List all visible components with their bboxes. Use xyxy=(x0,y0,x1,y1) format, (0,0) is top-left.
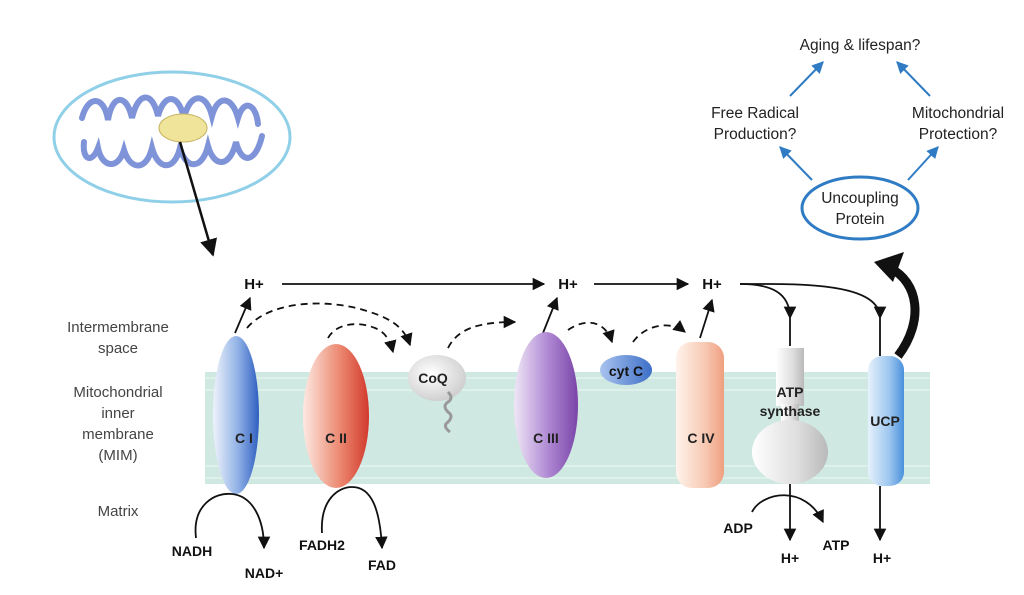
atp-label: ATP xyxy=(823,537,850,553)
nad-label: NAD+ xyxy=(245,565,284,581)
proton-label-ucp: H+ xyxy=(873,550,891,566)
fad-label: FAD xyxy=(368,557,396,573)
atp-synthase-label-2: synthase xyxy=(760,403,821,419)
proton-flow-arrows xyxy=(234,277,887,356)
ucp-protein xyxy=(868,356,904,486)
nadh-label: NADH xyxy=(172,543,212,559)
ucp-label: UCP xyxy=(870,413,900,429)
atp-synthase-label: ATP xyxy=(777,384,804,400)
atp-synthase xyxy=(752,348,828,484)
proton-label-2: H+ xyxy=(558,276,578,293)
adp-label: ADP xyxy=(723,520,753,536)
mim-label-2: inner xyxy=(101,405,134,422)
complex-iii-label: C III xyxy=(533,430,559,446)
coq-tail xyxy=(443,390,453,434)
complex-iii xyxy=(514,332,578,478)
complex-ii-label: C II xyxy=(325,430,347,446)
mito-protection-label: Mitochondrial xyxy=(912,105,1004,122)
cyt-c xyxy=(600,355,652,385)
mitochondrion-outer-membrane xyxy=(52,70,292,204)
matrix-label: Matrix xyxy=(98,503,139,520)
complex-i-label: C I xyxy=(235,430,253,446)
zoom-arrow xyxy=(178,141,217,257)
complex-iv-label: C IV xyxy=(687,430,715,446)
coq-molecule xyxy=(408,355,466,401)
intermembrane-label: Intermembrane xyxy=(67,319,169,336)
fadh2-label: FADH2 xyxy=(299,537,345,553)
complex-iv xyxy=(676,342,724,488)
mim-label-1: Mitochondrial xyxy=(73,384,162,401)
proton-label-1: H+ xyxy=(244,276,264,293)
ucp-to-node-arrowhead xyxy=(874,252,904,282)
ucp-to-node-arrow xyxy=(887,263,920,359)
complex-ii xyxy=(303,344,369,488)
uncoupling-protein-label-2: Protein xyxy=(835,211,884,228)
mim-label-4: (MIM) xyxy=(98,447,137,464)
proton-label-atp: H+ xyxy=(781,550,799,566)
free-radical-label-2: Production? xyxy=(714,126,797,143)
matrix-reaction-arrows xyxy=(194,484,887,550)
uncoupling-protein-label: Uncoupling xyxy=(821,190,899,207)
proton-label-3: H+ xyxy=(702,276,722,293)
mito-protection-label-2: Protection? xyxy=(919,126,998,143)
free-radical-label: Free Radical xyxy=(711,105,799,122)
intermembrane-label-2: space xyxy=(98,340,138,357)
aging-lifespan-label: Aging & lifespan? xyxy=(800,37,921,54)
mitochondrion-illustration xyxy=(52,70,292,257)
uncoupling-protein-node xyxy=(800,175,920,241)
mim-label-3: membrane xyxy=(82,426,154,443)
ucp-hypothesis-diagram: Aging & lifespan? Free Radical Productio… xyxy=(711,37,1004,241)
side-labels: Intermembrane space Mitochondrial inner … xyxy=(67,319,169,520)
cyt-c-label: cyt C xyxy=(609,363,643,379)
coq-label: CoQ xyxy=(418,370,448,386)
mitochondrion-cristae xyxy=(79,94,265,169)
hypothesis-arrows xyxy=(779,61,939,181)
electron-transfer-path xyxy=(246,302,686,354)
focus-spot xyxy=(158,113,208,143)
complex-i xyxy=(213,336,259,494)
